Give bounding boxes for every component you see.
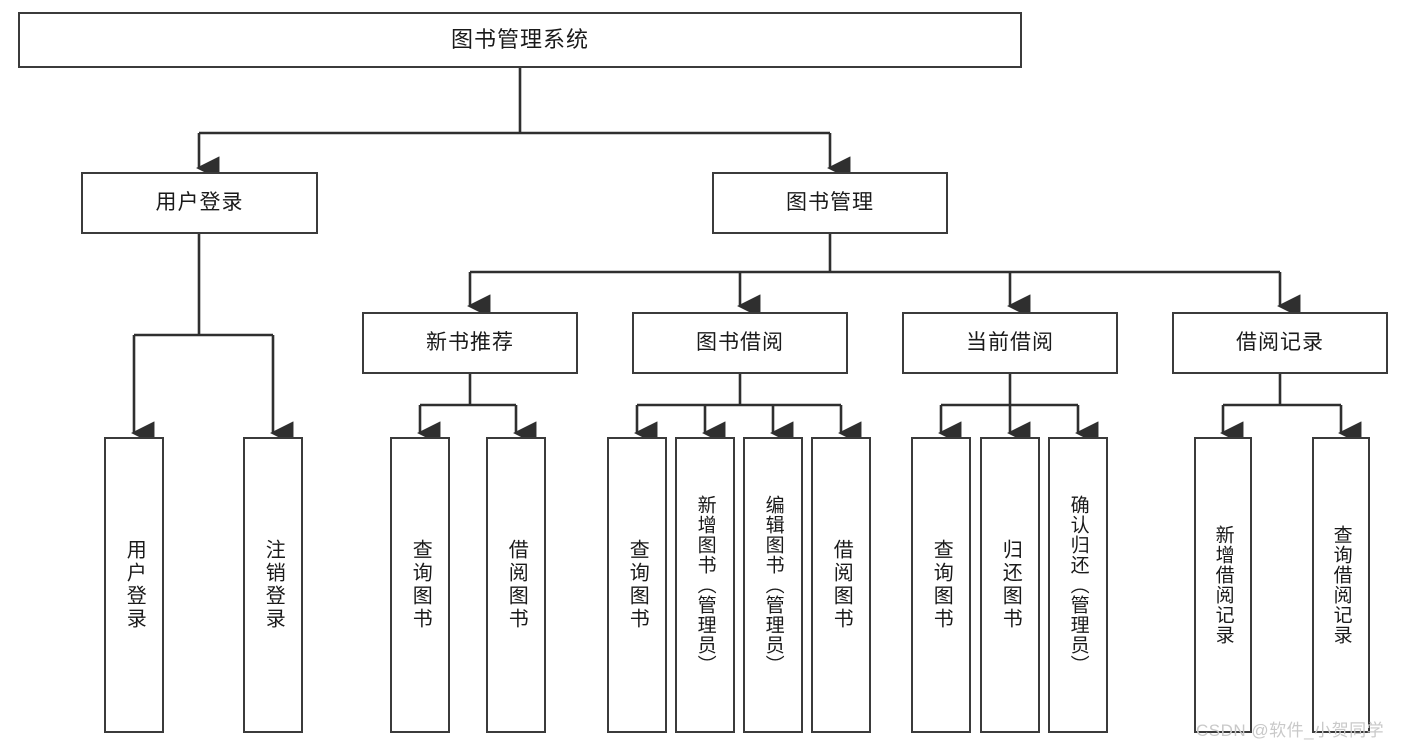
leaf-book-borrow-query[interactable]: 查询图书 bbox=[607, 437, 667, 733]
node-new-book-recommend[interactable]: 新书推荐 bbox=[362, 312, 578, 374]
csdn-watermark: CSDN @软件_小贺同学 bbox=[1196, 721, 1385, 740]
leaf-book-borrow-edit[interactable]: 编辑图书（管理员） bbox=[743, 437, 803, 733]
node-borrow-record[interactable]: 借阅记录 bbox=[1172, 312, 1388, 374]
leaf-user-login-login[interactable]: 用户登录 bbox=[104, 437, 164, 733]
node-book-borrow[interactable]: 图书借阅 bbox=[632, 312, 848, 374]
node-root-system[interactable]: 图书管理系统 bbox=[18, 12, 1022, 68]
leaf-new-book-borrow[interactable]: 借阅图书 bbox=[486, 437, 546, 733]
leaf-borrow-record-add[interactable]: 新增借阅记录 bbox=[1194, 437, 1252, 733]
leaf-book-borrow-borrow[interactable]: 借阅图书 bbox=[811, 437, 871, 733]
node-user-login[interactable]: 用户登录 bbox=[81, 172, 318, 234]
leaf-new-book-query[interactable]: 查询图书 bbox=[390, 437, 450, 733]
leaf-user-login-logout[interactable]: 注销登录 bbox=[243, 437, 303, 733]
leaf-current-borrow-confirm[interactable]: 确认归还（管理员） bbox=[1048, 437, 1108, 733]
leaf-current-borrow-return[interactable]: 归还图书 bbox=[980, 437, 1040, 733]
leaf-borrow-record-query[interactable]: 查询借阅记录 bbox=[1312, 437, 1370, 733]
leaf-book-borrow-add[interactable]: 新增图书（管理员） bbox=[675, 437, 735, 733]
node-book-manage[interactable]: 图书管理 bbox=[712, 172, 948, 234]
node-current-borrow[interactable]: 当前借阅 bbox=[902, 312, 1118, 374]
leaf-current-borrow-query[interactable]: 查询图书 bbox=[911, 437, 971, 733]
